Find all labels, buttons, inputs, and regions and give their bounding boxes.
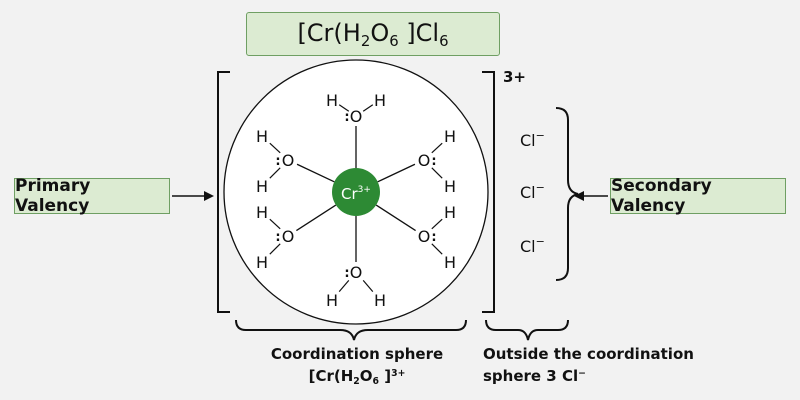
cr-o-bond [377, 163, 416, 183]
lone-pair-dots: : [431, 154, 436, 169]
o-h-bond [431, 218, 443, 230]
lone-pair-dots: : [344, 110, 349, 125]
chloride-ion: Cl− [520, 181, 545, 202]
primary-arrowhead [204, 191, 214, 201]
hydrogen-atom: H [444, 177, 456, 196]
o-h-bond [338, 104, 350, 112]
oxygen-atom: O [350, 107, 363, 126]
hydrogen-atom: H [326, 291, 338, 310]
oxygen-atom: O [418, 227, 431, 246]
o-h-bond [431, 167, 443, 179]
chloride-ion: Cl− [520, 129, 545, 150]
chloride-ion: Cl− [520, 235, 545, 256]
formula-title-box: [Cr(H2O6 ]Cl6 [246, 12, 500, 56]
hydrogen-atom: H [444, 203, 456, 222]
counter-ions: Cl− Cl− Cl− [520, 129, 545, 256]
cr-o-bond [375, 204, 416, 232]
lone-pair-dots: : [344, 266, 349, 281]
hydrogen-atom: H [444, 253, 456, 272]
o-h-bond [362, 280, 374, 292]
coordination-sphere-caption: Coordination sphere [Cr(H2O6 ]3+ [270, 345, 444, 388]
o-h-bond [431, 142, 443, 154]
lone-pair-dots: : [275, 154, 280, 169]
water-ligand: OH H: [326, 91, 386, 126]
left-square-bracket [217, 71, 230, 313]
oxygen-atom: O [350, 263, 363, 282]
water-ligand: OH H: [256, 203, 294, 272]
complex-charge-label: 3+ [503, 68, 526, 86]
central-ion-label: Cr3+ [341, 185, 371, 203]
hydrogen-atom: H [256, 177, 268, 196]
water-ligand: OH H: [256, 127, 294, 196]
cr-o-bonds [296, 126, 416, 262]
lone-pair-dots: : [431, 230, 436, 245]
o-h-bond [362, 104, 374, 112]
water-ligand: OH H: [418, 203, 456, 272]
primary-valency-label: Primary Valency [14, 176, 170, 216]
oxygen-atom: O [282, 227, 295, 246]
central-ion-circle [332, 168, 380, 216]
secondary-valency-label: Secondary Valency [610, 176, 786, 216]
o-h-bond [269, 167, 281, 179]
coordination-sphere-brace [235, 319, 467, 341]
hydrogen-atom: H [256, 253, 268, 272]
o-h-bond [338, 280, 350, 292]
o-h-bond [269, 218, 281, 230]
hydrogen-atom: H [256, 127, 268, 146]
o-h-bond [269, 243, 281, 255]
oxygen-atom: O [282, 151, 295, 170]
counter-ion-curly-brace [555, 107, 579, 281]
oxygen-atom: O [418, 151, 431, 170]
cr-o-bond [296, 204, 337, 232]
hydrogen-atom: H [374, 291, 386, 310]
hydrogen-atom: H [256, 203, 268, 222]
hydrogen-atom: H [444, 127, 456, 146]
formula-title: [Cr(H2O6 ]Cl6 [297, 18, 449, 50]
water-ligand: OH H: [326, 263, 386, 310]
hydrogen-atom: H [326, 91, 338, 110]
o-h-bond [431, 243, 443, 255]
cr-o-bond [296, 163, 335, 183]
outside-sphere-caption: Outside the coordination sphere 3 Cl− [483, 345, 694, 386]
o-h-bond [269, 142, 281, 154]
hydrogen-atom: H [374, 91, 386, 110]
lone-pair-dots: : [275, 230, 280, 245]
right-square-bracket [482, 71, 495, 313]
water-ligand: OH H: [418, 127, 456, 196]
outside-sphere-brace [485, 319, 569, 341]
secondary-arrowhead [574, 191, 584, 201]
